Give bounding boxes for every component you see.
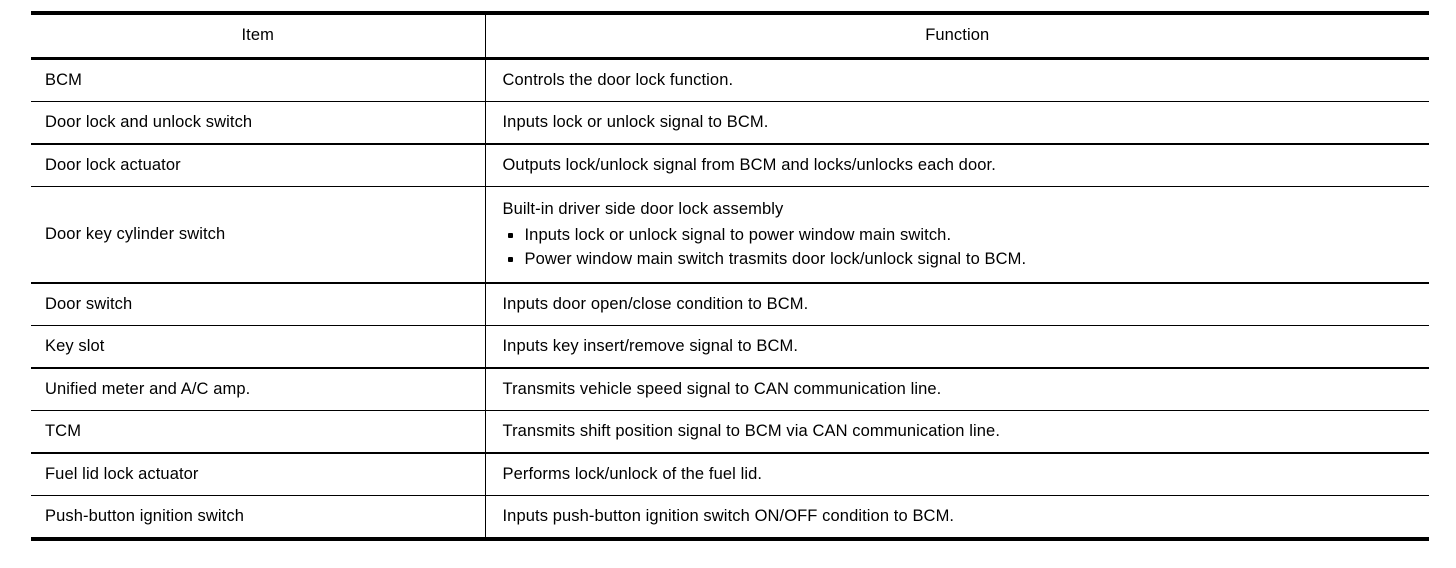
cell-item: TCM <box>31 410 485 455</box>
cell-item: Door key cylinder switch <box>31 186 485 284</box>
table-body: BCM Controls the door lock function. Doo… <box>31 58 1429 542</box>
cell-item: Push-button ignition switch <box>31 495 485 542</box>
column-header-item: Item <box>31 11 485 61</box>
table-row-multiline: Door key cylinder switch Built-in driver… <box>31 186 1429 284</box>
table-row: Fuel lid lock actuator Performs lock/unl… <box>31 453 1429 497</box>
function-bullet-item: Inputs lock or unlock signal to power wi… <box>503 225 1418 246</box>
cell-function: Inputs key insert/remove signal to BCM. <box>484 325 1429 369</box>
cell-item: Key slot <box>31 325 485 369</box>
function-lead-text: Built-in driver side door lock assembly <box>502 200 784 219</box>
bullet-square-icon <box>507 257 513 263</box>
cell-item: Door switch <box>31 282 485 326</box>
table-header-row: Item Function <box>31 11 1429 61</box>
table-row: Door lock actuator Outputs lock/unlock s… <box>31 144 1429 188</box>
cell-item: BCM <box>31 58 485 103</box>
table-row: TCM Transmits shift position signal to B… <box>31 410 1429 455</box>
cell-item: Door lock actuator <box>31 144 485 188</box>
cell-function: Outputs lock/unlock signal from BCM and … <box>484 144 1429 188</box>
cell-function: Controls the door lock function. <box>484 58 1429 103</box>
function-bullet-list: Inputs lock or unlock signal to power wi… <box>503 225 1418 270</box>
function-bullet-text: Power window main switch trasmits door l… <box>524 249 1027 268</box>
cell-item: Door lock and unlock switch <box>31 101 485 146</box>
cell-function: Inputs lock or unlock signal to BCM. <box>484 101 1429 146</box>
table-row: Unified meter and A/C amp. Transmits veh… <box>31 367 1429 412</box>
function-bullet-item: Power window main switch trasmits door l… <box>503 249 1418 270</box>
cell-item: Unified meter and A/C amp. <box>31 367 485 412</box>
table-row: BCM Controls the door lock function. <box>31 58 1429 103</box>
cell-function: Transmits shift position signal to BCM v… <box>484 410 1429 455</box>
function-bullet-text: Inputs lock or unlock signal to power wi… <box>524 225 952 244</box>
column-header-function: Function <box>484 11 1429 61</box>
parts-function-table: Item Function BCM Controls the door lock… <box>31 11 1429 542</box>
table-row: Key slot Inputs key insert/remove signal… <box>31 325 1429 369</box>
cell-function: Performs lock/unlock of the fuel lid. <box>484 453 1429 497</box>
parts-function-table-wrapper: Item Function BCM Controls the door lock… <box>31 11 1429 542</box>
table-header: Item Function <box>31 11 1429 61</box>
cell-function: Inputs push-button ignition switch ON/OF… <box>484 495 1429 542</box>
bullet-square-icon <box>507 233 513 239</box>
cell-item: Fuel lid lock actuator <box>31 453 485 497</box>
table-row: Push-button ignition switch Inputs push-… <box>31 495 1429 542</box>
cell-function: Transmits vehicle speed signal to CAN co… <box>484 367 1429 412</box>
cell-function: Inputs door open/close condition to BCM. <box>484 282 1429 326</box>
table-row: Door lock and unlock switch Inputs lock … <box>31 101 1429 146</box>
cell-function: Built-in driver side door lock assembly … <box>484 186 1429 284</box>
table-row: Door switch Inputs door open/close condi… <box>31 282 1429 326</box>
